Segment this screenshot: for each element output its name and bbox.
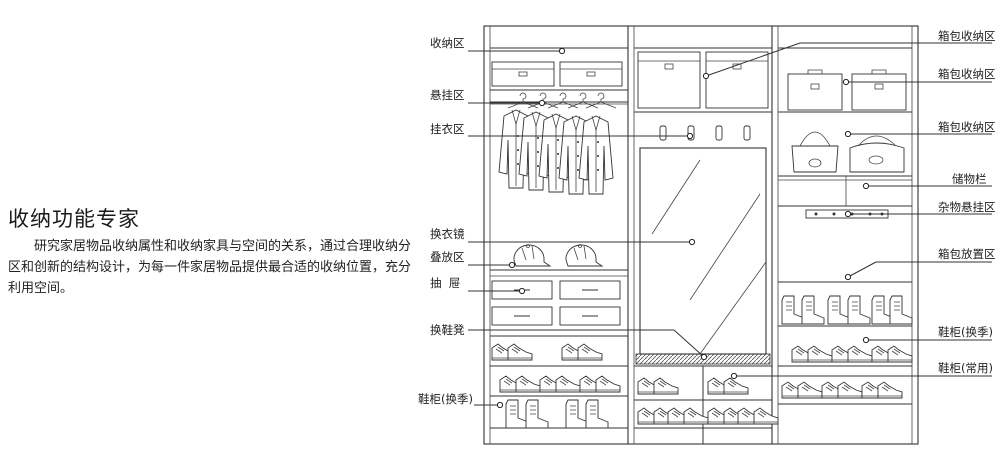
label-mirror: 换衣镜 <box>430 227 465 241</box>
wardrobe-frame <box>483 25 919 445</box>
label-storage: 收纳区 <box>430 36 465 50</box>
label-clothes: 挂衣区 <box>430 122 465 136</box>
storage-boxes-left <box>491 61 623 87</box>
mirror <box>639 147 767 355</box>
bag-boxes-right <box>787 69 907 111</box>
shoes-left <box>492 344 620 429</box>
section-heading: 收纳功能专家 <box>8 207 140 231</box>
label-bag-storage-3: 箱包收纳区 <box>938 120 996 134</box>
label-hanging: 悬挂区 <box>430 88 465 102</box>
label-shoe-cabinet-season-right: 鞋柜(换季) <box>938 325 993 339</box>
shoes-right <box>781 295 913 398</box>
labels-right: 箱包收纳区 箱包收纳区 箱包收纳区 储物栏 杂物悬挂区 箱包放置区 鞋柜(换季)… <box>938 29 996 375</box>
label-shelf: 储物栏 <box>952 172 987 186</box>
caps <box>513 244 603 267</box>
label-misc-hang: 杂物悬挂区 <box>938 200 996 214</box>
labels-left: 收纳区 悬挂区 挂衣区 换衣镜 叠放区 抽 屉 换鞋凳 鞋柜(换季) <box>418 36 473 406</box>
label-folding: 叠放区 <box>430 250 465 264</box>
mirror-hooks <box>659 125 751 141</box>
handbags <box>791 131 905 173</box>
hanging-clothes <box>490 92 628 195</box>
callouts-right <box>702 42 992 380</box>
label-bag-place: 箱包放置区 <box>938 247 996 261</box>
section-description: 研究家居物品收纳属性和收纳家具与空间的关系，通过合理收纳分区和创新的结构设计，为… <box>8 239 412 296</box>
label-bench: 换鞋凳 <box>430 323 465 337</box>
label-drawer: 抽 屉 <box>430 276 460 290</box>
label-bag-storage-2: 箱包收纳区 <box>938 67 996 81</box>
label-shoe-cabinet-season-left: 鞋柜(换季) <box>418 392 473 406</box>
label-bag-storage-1: 箱包收纳区 <box>938 29 996 43</box>
drawers <box>491 280 621 326</box>
shoes-middle <box>638 378 778 424</box>
storage-boxes-middle <box>637 51 769 109</box>
callouts-left <box>468 47 708 409</box>
label-shoe-cabinet-daily: 鞋柜(常用) <box>938 361 993 375</box>
